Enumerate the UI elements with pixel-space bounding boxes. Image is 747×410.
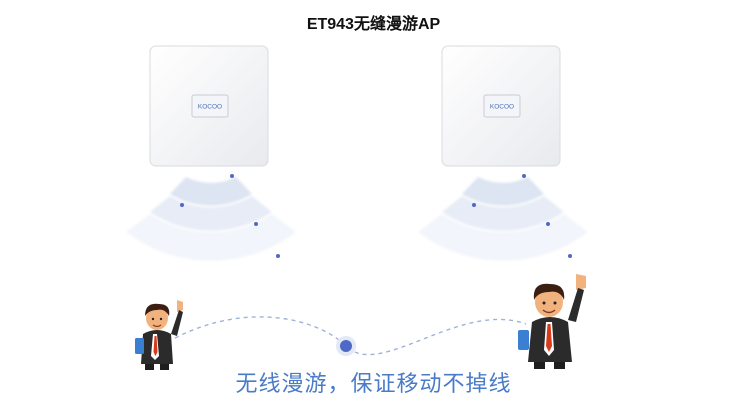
roaming-path: [174, 316, 527, 356]
ap-device-right: KOCOO: [441, 45, 561, 167]
wifi-signal-icon: [418, 174, 588, 261]
wifi-signal-icon: [126, 174, 296, 261]
businessman-icon: [135, 300, 183, 370]
businessman-icon: [518, 274, 586, 369]
ap-device-left: KOCOO: [149, 45, 269, 167]
slogan-caption: 无线漫游，保证移动不掉线: [235, 372, 512, 397]
page-title: ET943无缝漫游AP: [306, 16, 441, 33]
ap-logo-left: KOCOO: [198, 104, 222, 111]
roaming-dot-icon: [336, 336, 356, 356]
ap-logo-right: KOCOO: [490, 104, 514, 111]
